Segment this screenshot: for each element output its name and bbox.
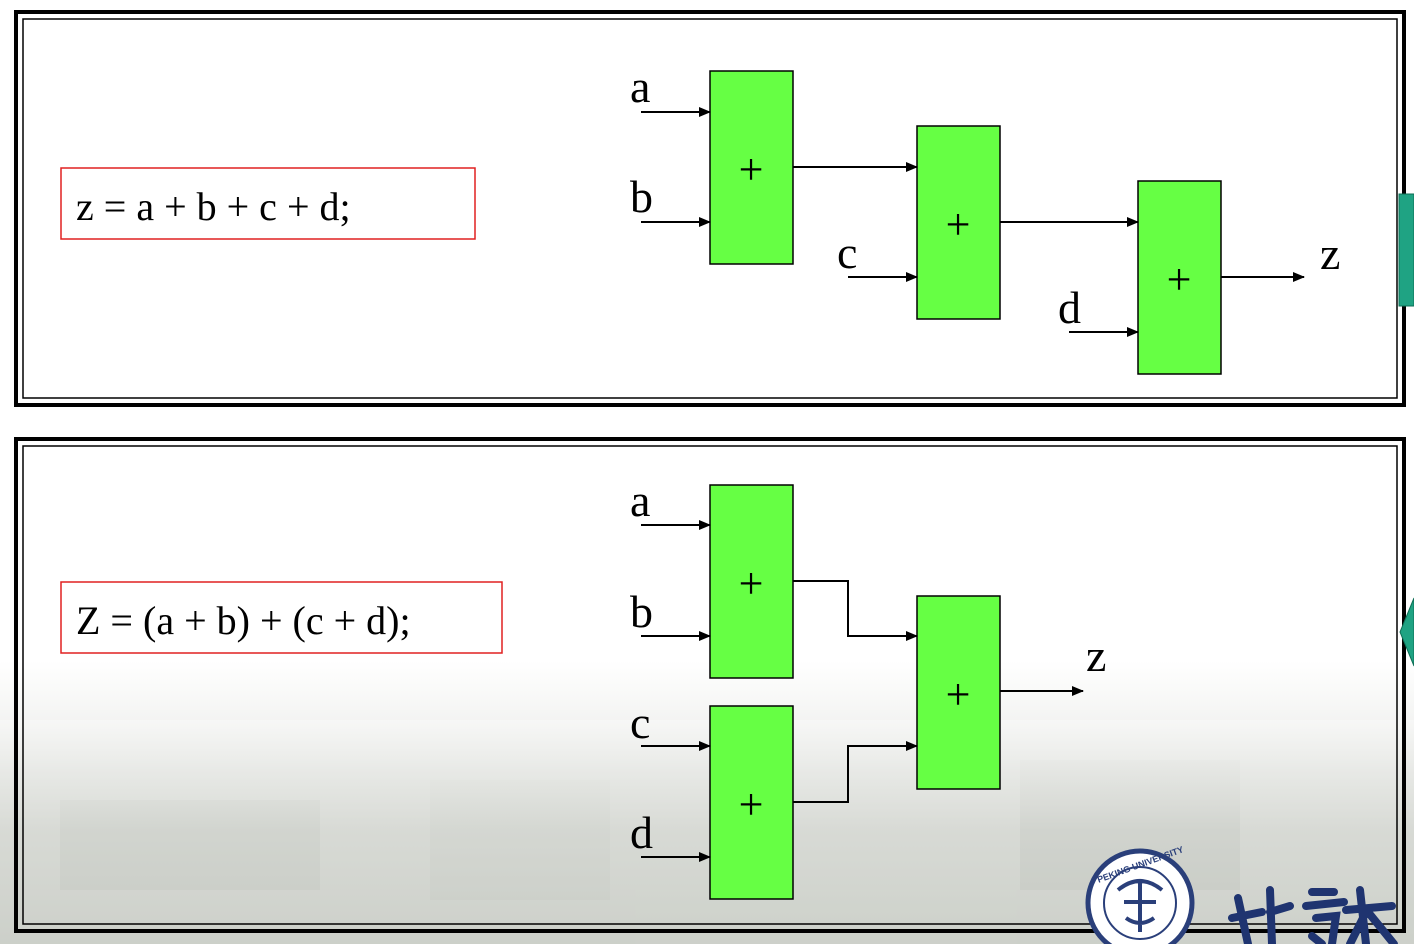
bottom-adder-cd <box>709 705 794 900</box>
bottom-panel-frame <box>14 437 1406 933</box>
top-output-z: z <box>1320 228 1340 279</box>
prev-arrow-icon <box>1399 597 1414 667</box>
top-adder-3-label: + <box>1167 255 1192 304</box>
bottom-wire-ab-sum <box>793 580 918 641</box>
next-slide-arrow[interactable] <box>1398 193 1414 307</box>
background-texture <box>0 720 1414 944</box>
top-expression: z = a + b + c + d; <box>76 184 351 229</box>
top-adder-2-label: + <box>946 200 971 249</box>
top-panel-inner-frame <box>22 18 1398 399</box>
bottom-adder-ab-label: + <box>739 559 764 608</box>
bottom-panel-inner-frame <box>22 445 1398 925</box>
bottom-adder-final <box>916 595 1001 790</box>
bottom-input-b: b <box>630 586 653 637</box>
bottom-wire-cd-sum <box>793 741 918 803</box>
bottom-expression-box <box>60 581 503 654</box>
university-logo: PEKING UNIVERSITY <box>1085 844 1398 944</box>
bottom-adder-cd-label: + <box>739 780 764 829</box>
bottom-expression: Z = (a + b) + (c + d); <box>76 598 411 643</box>
top-expression-box <box>60 167 476 240</box>
university-calligraphy-icon <box>1228 886 1398 944</box>
top-adder-1 <box>709 70 794 265</box>
top-input-a: a <box>630 61 650 112</box>
top-adder-2 <box>916 125 1001 320</box>
prev-slide-arrow[interactable] <box>1399 597 1414 667</box>
bottom-output-z: z <box>1086 630 1106 681</box>
top-adder-1-label: + <box>739 145 764 194</box>
next-arrow-icon <box>1398 193 1414 307</box>
bottom-input-a: a <box>630 475 650 526</box>
top-input-b: b <box>630 171 653 222</box>
university-emblem-icon: PEKING UNIVERSITY <box>1085 844 1195 944</box>
bottom-panel: Z = (a + b) + (c + d); + + + a b c d z <box>14 437 1406 933</box>
top-panel: z = a + b + c + d; + + + a b c d z <box>14 10 1406 407</box>
top-input-c: c <box>837 227 857 278</box>
bottom-input-d: d <box>630 807 653 858</box>
bottom-adder-final-label: + <box>946 670 971 719</box>
top-adder-3 <box>1137 180 1222 375</box>
top-input-d: d <box>1058 282 1081 333</box>
bottom-input-c: c <box>630 697 650 748</box>
bottom-adder-ab <box>709 484 794 679</box>
